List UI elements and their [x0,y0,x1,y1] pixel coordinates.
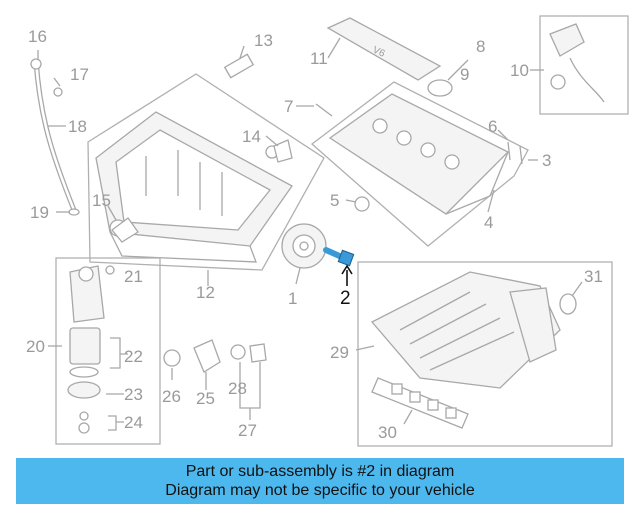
banner-line-1: Part or sub-assembly is #2 in diagram [185,463,455,480]
callout-24: 24 [124,413,143,432]
callout-26: 26 [162,387,181,406]
part-14 [273,139,293,163]
callout-25: 25 [196,389,215,408]
oil-filter-group [55,257,161,445]
callout-1: 1 [288,289,297,308]
svg-text:V6: V6 [371,45,387,60]
callout-3: 3 [542,151,551,170]
callout-5: 5 [330,191,339,210]
breather-hose-group [539,15,629,115]
callout-27: 27 [238,421,257,440]
part-25 [193,339,221,373]
part-26 [163,349,181,367]
part-17 [53,87,63,97]
part-13 [223,53,255,79]
callout-30: 30 [378,423,397,442]
callout-23: 23 [124,385,143,404]
callout-9: 9 [460,65,469,84]
callout-12: 12 [196,283,215,302]
callout-19: 19 [30,203,49,222]
banner-line-2: Diagram may not be specific to your vehi… [165,482,475,499]
intake-manifold-group [357,261,613,447]
part-15 [111,217,139,243]
callout-18: 18 [68,117,87,136]
valve-cover-group [310,81,529,247]
callout-21: 21 [124,267,143,286]
bolts-6 [507,141,523,165]
callout-11: 11 [310,49,328,68]
oil-filler-cap [427,79,453,97]
info-banner: Part or sub-assembly is #2 in diagram Di… [16,458,624,504]
callout-4: 4 [484,213,493,232]
callout-22: 22 [124,347,143,366]
callout-14: 14 [242,127,261,146]
callout-17: 17 [70,65,89,84]
callout-13: 13 [254,31,273,50]
callout-8: 8 [476,37,485,56]
bolt-7 [315,103,333,117]
callout-16: 16 [28,27,47,46]
callout-10: 10 [510,61,529,80]
bolt-2-highlighted [323,247,355,286]
callout-6: 6 [488,117,497,136]
pulley [281,223,327,269]
callout-7: 7 [284,97,293,116]
leader-lines [37,37,583,425]
part-28b [249,343,267,363]
callout-labels: 1 2 3 4 5 6 7 8 9 10 11 12 13 14 15 16 1… [26,27,603,442]
callout-28: 28 [228,379,247,398]
part-28 [230,344,246,360]
callout-2: 2 [340,288,351,309]
callout-20: 20 [26,337,45,356]
engine-cover [326,17,442,81]
callout-15: 15 [92,191,111,210]
callout-31: 31 [584,267,603,286]
callout-29: 29 [330,343,349,362]
